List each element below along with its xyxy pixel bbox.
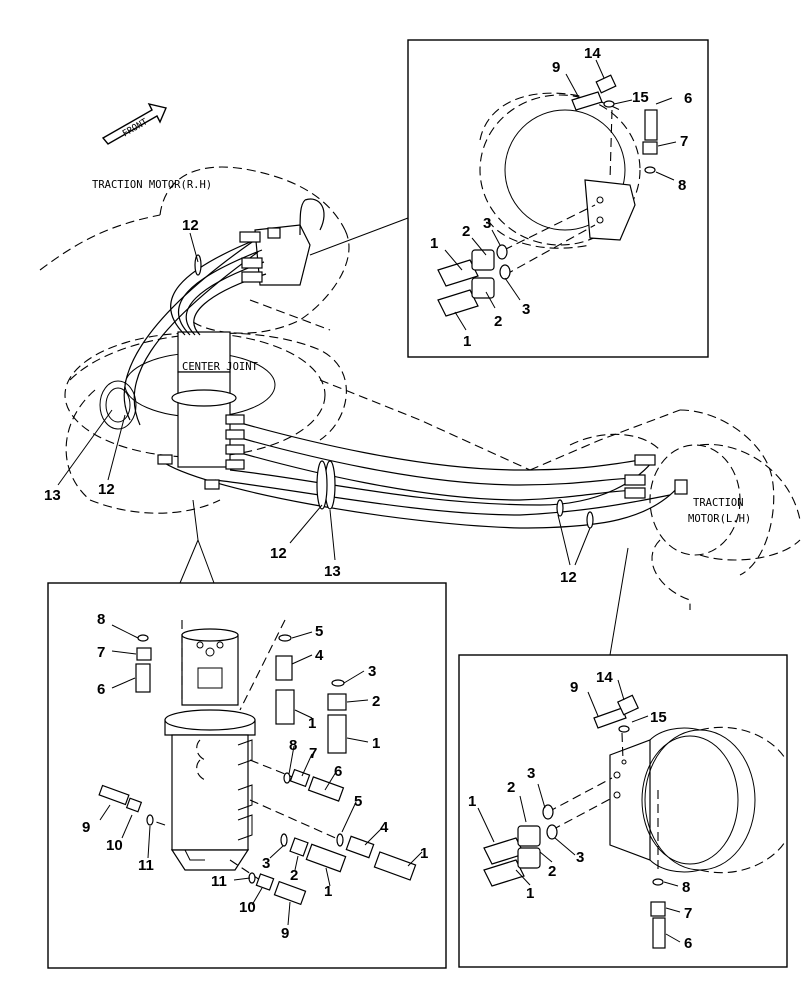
callout-13: 13 — [324, 563, 341, 580]
callout-3: 3 — [262, 855, 270, 872]
callout-3: 3 — [527, 765, 535, 782]
callout-3: 3 — [368, 663, 376, 680]
main-assembly: CENTER JOINT — [39, 166, 801, 610]
callout-15: 15 — [650, 709, 667, 726]
callout-1: 1 — [526, 885, 534, 902]
callout-2: 2 — [372, 693, 380, 710]
callout-10: 10 — [106, 837, 123, 854]
callout-1: 1 — [308, 715, 316, 732]
callout-3: 3 — [522, 301, 530, 318]
front-label: FRONT — [121, 117, 150, 139]
hose-fitting-upper-lh — [483, 804, 554, 865]
callout-9: 9 — [281, 925, 289, 942]
callout-14: 14 — [596, 669, 613, 686]
callout-1: 1 — [463, 333, 471, 350]
callout-9: 9 — [570, 679, 578, 696]
hose-fitting-upper — [437, 244, 508, 287]
callout-8: 8 — [97, 611, 105, 628]
callout-9: 9 — [552, 59, 560, 76]
callout-13: 13 — [44, 487, 61, 504]
callout-2: 2 — [548, 863, 556, 880]
callout-12: 12 — [98, 481, 115, 498]
callout-1: 1 — [430, 235, 438, 252]
callout-6: 6 — [684, 935, 692, 952]
callout-11: 11 — [211, 873, 227, 890]
callout-7: 7 — [684, 905, 692, 922]
detail-box-rh-motor: 14 9 15 6 7 8 3 2 1 3 2 1 — [407, 39, 709, 358]
callout-9: 9 — [82, 819, 90, 836]
callout-2: 2 — [507, 779, 515, 796]
callout-6: 6 — [97, 681, 105, 698]
callout-8: 8 — [289, 737, 297, 754]
callout-1: 1 — [420, 845, 428, 862]
callout-3: 3 — [483, 215, 491, 232]
traction-motor-rh-label: TRACTION MOTOR(R.H) — [92, 179, 212, 191]
callout-7: 7 — [97, 644, 105, 661]
callout-12: 12 — [270, 545, 287, 562]
detail-box-lh-motor: 14 9 15 3 2 1 3 2 1 8 7 6 — [458, 654, 788, 968]
callout-15: 15 — [632, 89, 649, 106]
traction-motor-lh-label-2: MOTOR(L.H) — [688, 513, 751, 525]
callout-8: 8 — [682, 879, 690, 896]
callout-11: 11 — [138, 857, 154, 874]
hose-fitting-lower — [437, 264, 511, 317]
callout-14: 14 — [584, 45, 601, 62]
detail-box-center-joint: 8 7 6 5 4 3 2 1 1 8 7 6 9 10 11 5 4 1 3 … — [47, 582, 447, 969]
callout-10: 10 — [239, 899, 256, 916]
callout-7: 7 — [680, 133, 688, 150]
callout-4: 4 — [380, 819, 389, 836]
callout-3: 3 — [576, 849, 584, 866]
hose-fitting-lower-lh — [483, 824, 558, 887]
callout-2: 2 — [290, 867, 298, 884]
center-joint-label: CENTER JOINT — [182, 361, 259, 373]
callout-1: 1 — [372, 735, 380, 752]
callout-2: 2 — [494, 313, 502, 330]
callout-12: 12 — [560, 569, 577, 586]
callout-5: 5 — [354, 793, 362, 810]
callout-7: 7 — [309, 745, 317, 762]
callout-1: 1 — [324, 883, 332, 900]
callout-1: 1 — [468, 793, 476, 810]
callout-5: 5 — [315, 623, 323, 640]
callout-6: 6 — [334, 763, 342, 780]
traction-motor-lh-label-1: TRACTION — [693, 497, 744, 509]
callout-4: 4 — [315, 647, 324, 664]
callout-6: 6 — [684, 90, 692, 107]
callout-2: 2 — [462, 223, 470, 240]
front-arrow: FRONT — [101, 102, 167, 145]
callout-8: 8 — [678, 177, 686, 194]
callout-12: 12 — [182, 217, 199, 234]
